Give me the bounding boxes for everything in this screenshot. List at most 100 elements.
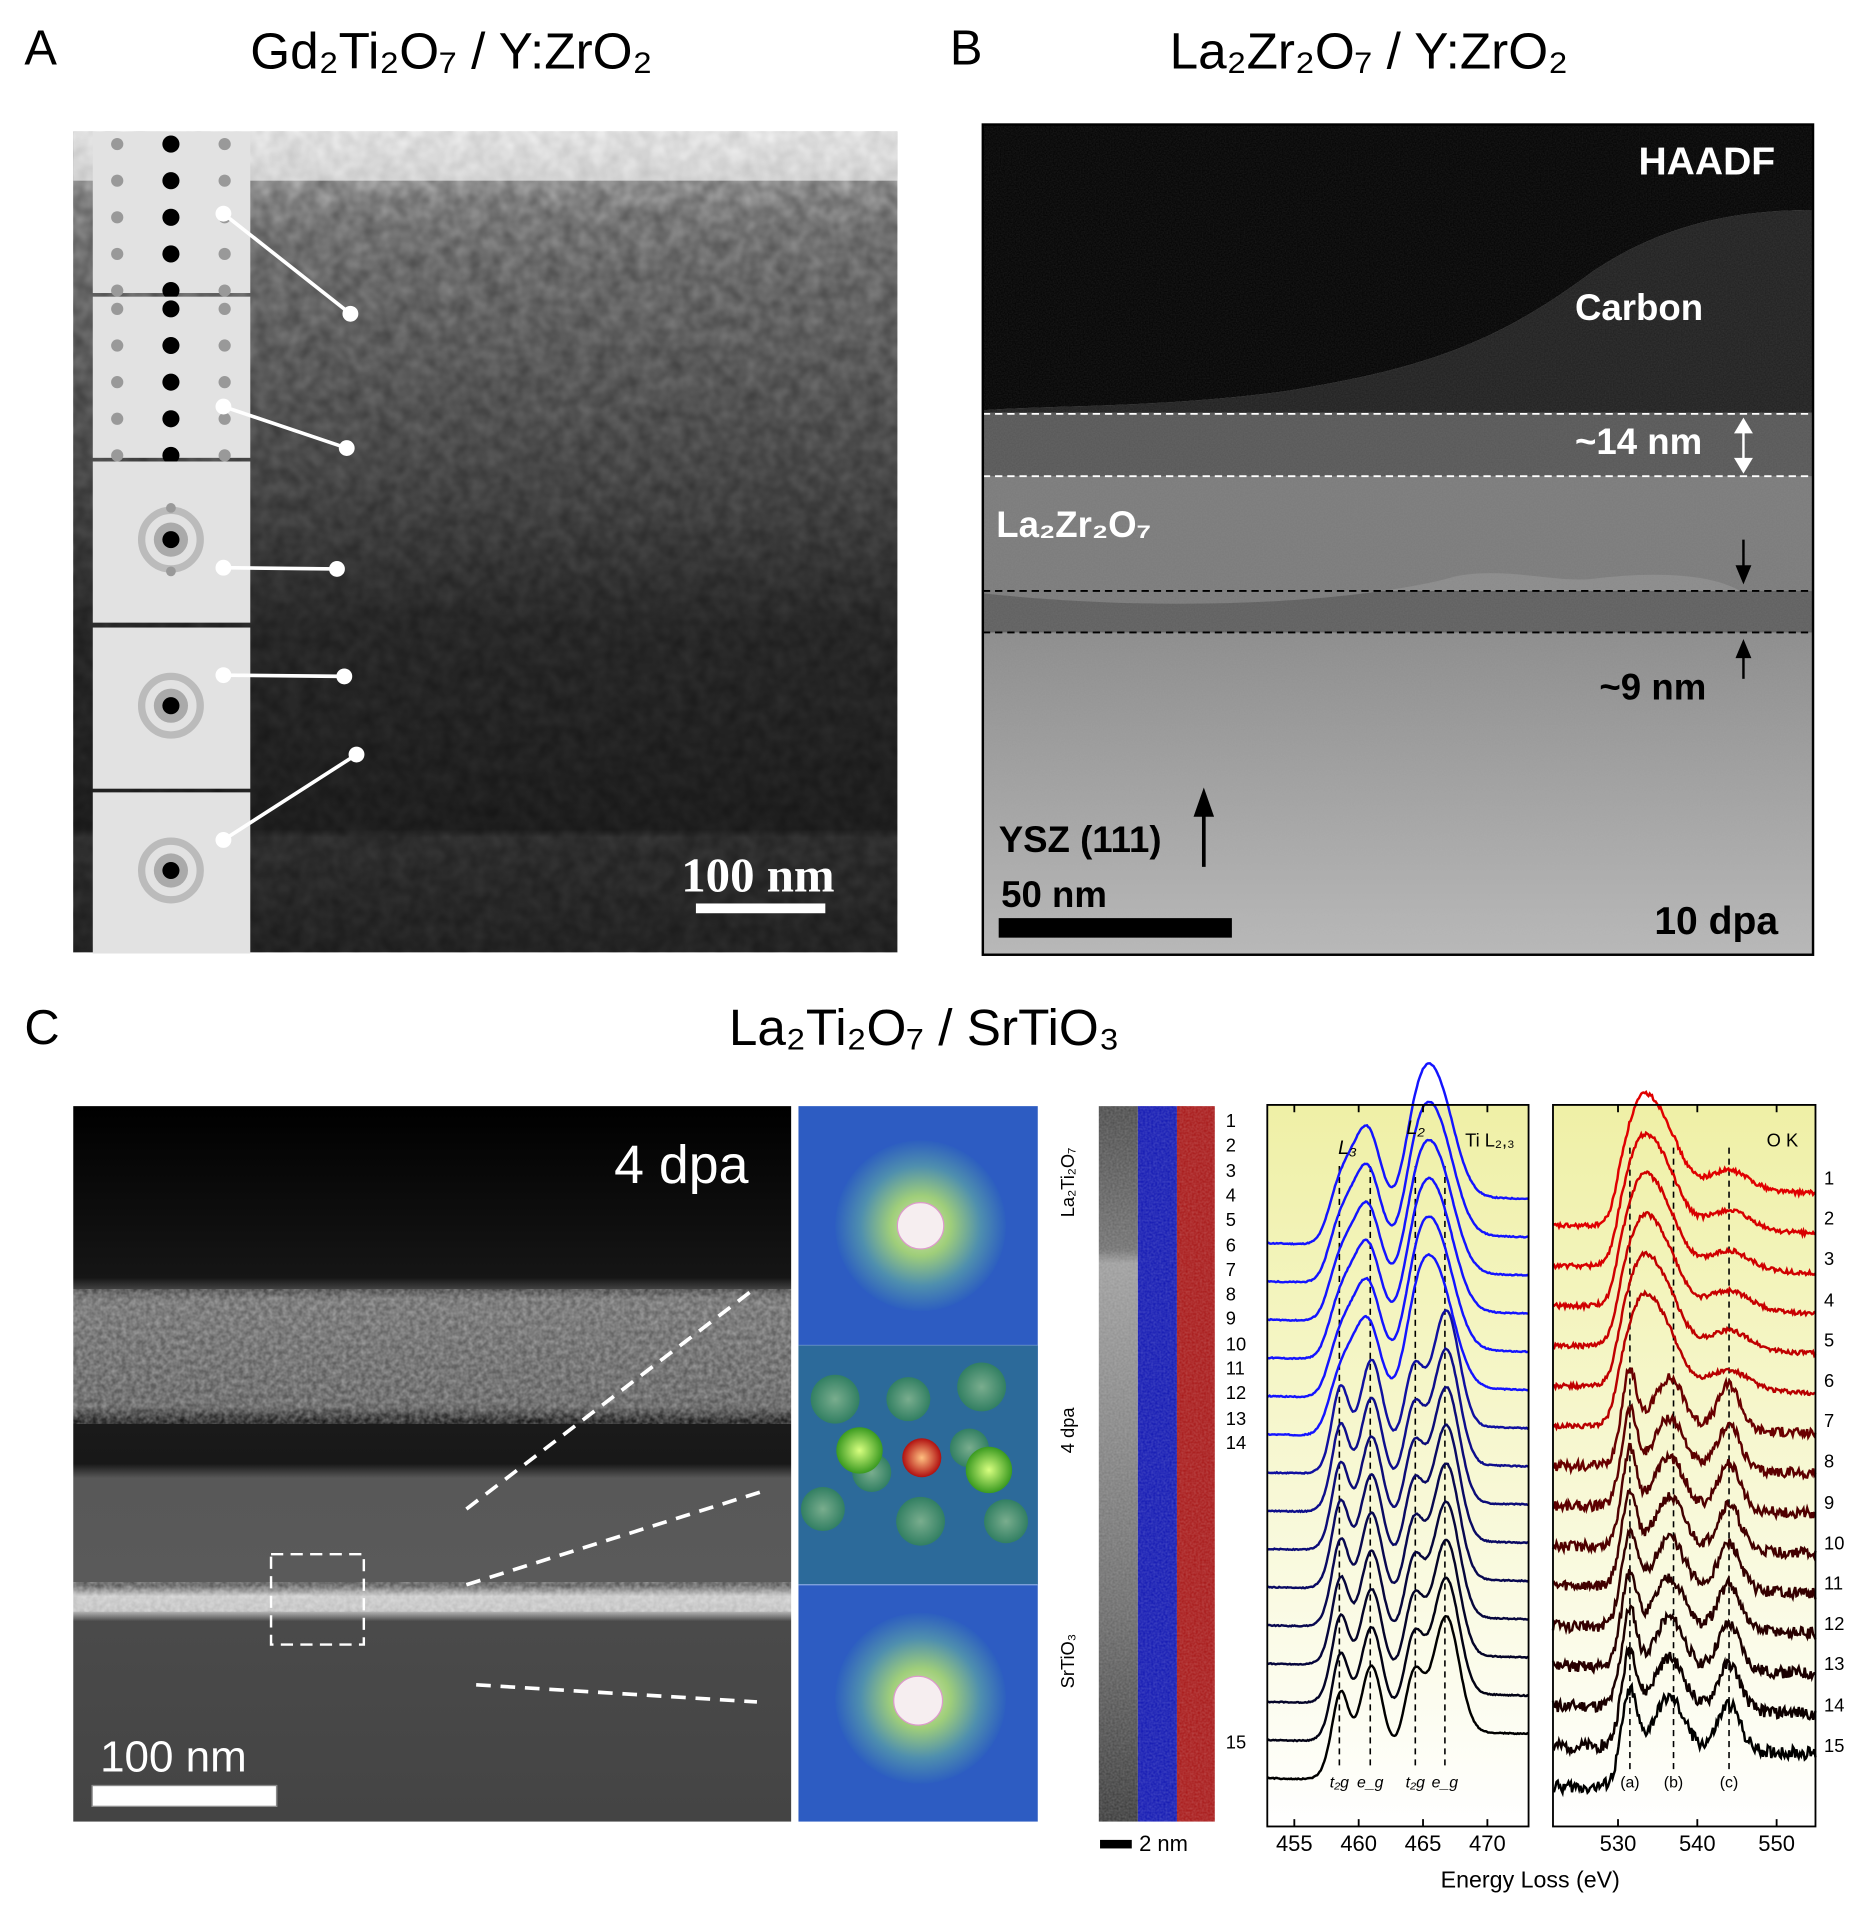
plot-frame — [1552, 1103, 1817, 1828]
diffraction-pattern-inset — [92, 627, 251, 789]
thickness-9nm-label: ~9 nm — [1599, 667, 1707, 709]
reference-label: e_g — [1356, 1772, 1384, 1792]
spectrum-series-15 — [1552, 1681, 1817, 1798]
strip-position-label: 8 — [1225, 1284, 1236, 1306]
panel-a-title: Gd₂Ti₂O₇ / Y:ZrO₂ — [250, 21, 653, 80]
spectrum-series-15 — [1266, 1614, 1530, 1781]
panel-a-label: A — [24, 21, 58, 76]
series-label: 7 — [1824, 1411, 1835, 1433]
series-label: 12 — [1824, 1614, 1845, 1636]
eels-map-strip — [1098, 1106, 1215, 1822]
strip-position-label: 12 — [1225, 1383, 1247, 1405]
panel-b-scale-bar — [998, 918, 1232, 938]
spectrum-series-1 — [1267, 1062, 1529, 1246]
spectrum-series-4 — [1267, 1176, 1529, 1361]
spectrum-series-5 — [1267, 1215, 1530, 1399]
spectrum-series-6 — [1267, 1252, 1529, 1437]
panel-c-stem-image — [73, 1106, 792, 1822]
x-tick-label: 460 — [1340, 1831, 1378, 1856]
dose-4dpa-label: 4 dpa — [614, 1135, 749, 1196]
spectrum-series-11 — [1266, 1462, 1530, 1628]
strip-position-label: 1 — [1225, 1111, 1236, 1132]
spectrum-series-1 — [1552, 1089, 1817, 1231]
series-label: 6 — [1824, 1371, 1835, 1392]
plot-frame — [1266, 1103, 1530, 1828]
x-tick-label: 540 — [1678, 1831, 1716, 1856]
strip-position-label: 14 — [1225, 1433, 1247, 1454]
strip-position-label: 2 — [1225, 1135, 1236, 1157]
diffraction-middle — [798, 1345, 1038, 1585]
spectrum-series-11 — [1551, 1526, 1817, 1636]
x-tick-label: 470 — [1469, 1831, 1506, 1856]
series-label: 4 — [1824, 1289, 1835, 1311]
strip-position-label: 3 — [1225, 1160, 1236, 1182]
series-label: 8 — [1824, 1452, 1835, 1473]
strip-scale-bar — [1100, 1839, 1132, 1849]
diffraction-pattern-inset — [92, 792, 251, 954]
panel-b-label: B — [949, 21, 983, 76]
diffraction-bottom — [835, 1612, 1007, 1784]
panel-c-label: C — [24, 1001, 60, 1055]
edge-label-l3: L₃ — [1338, 1137, 1357, 1159]
series-label: 13 — [1824, 1654, 1845, 1676]
o-k-plot — [1551, 1089, 1817, 1828]
series-label: 10 — [1824, 1533, 1845, 1554]
x-tick-label: 550 — [1758, 1831, 1795, 1856]
spectrum-series-8 — [1552, 1402, 1817, 1515]
spectrum-series-2 — [1552, 1130, 1816, 1272]
spectrum-series-6 — [1552, 1289, 1816, 1432]
strip-scale-label: 2 nm — [1139, 1831, 1188, 1856]
series-label: 3 — [1824, 1249, 1835, 1271]
panel-c-scale-label: 100 nm — [100, 1731, 247, 1782]
strip-position-label: 6 — [1225, 1234, 1236, 1256]
reference-label: t₂g — [1405, 1772, 1425, 1792]
spectrum-series-12 — [1551, 1568, 1817, 1675]
panel-a-scale-bar — [695, 903, 826, 914]
spectrum-series-2 — [1266, 1100, 1529, 1284]
ti-l23-plot — [1266, 1062, 1530, 1828]
x-tick-label: 530 — [1599, 1831, 1637, 1856]
spectrum-series-13 — [1551, 1603, 1816, 1713]
spectrum-series-7 — [1267, 1309, 1530, 1475]
panel-b-haadf-image — [981, 123, 1815, 956]
spectrum-series-14 — [1551, 1645, 1817, 1758]
spectrum-series-12 — [1266, 1499, 1529, 1666]
edge-label-l2: L₂ — [1406, 1118, 1425, 1140]
reference-label: (a) — [1620, 1772, 1640, 1792]
panel-a-pointers — [215, 205, 365, 848]
series-label: 5 — [1824, 1330, 1835, 1352]
strip-position-label: 11 — [1225, 1358, 1245, 1380]
carbon-label: Carbon — [1574, 288, 1704, 329]
strip-position-label: 7 — [1225, 1259, 1236, 1281]
strip-position-label: 15 — [1225, 1732, 1247, 1754]
diffraction-pattern-inset — [92, 296, 251, 464]
plot-title: Ti L₂,₃ — [1465, 1130, 1515, 1152]
x-tick-label: 455 — [1275, 1831, 1313, 1856]
series-label: 14 — [1824, 1695, 1845, 1717]
spectrum-series-3 — [1552, 1170, 1817, 1313]
strip-label-4dpa: 4 dpa — [1057, 1407, 1079, 1454]
haadf-label: HAADF — [1638, 139, 1776, 184]
reference-label: t₂g — [1329, 1772, 1350, 1792]
plot-title: O K — [1766, 1130, 1799, 1152]
strip-position-label: 5 — [1225, 1210, 1236, 1231]
series-label: 15 — [1824, 1735, 1845, 1757]
strip-label-la2ti2o7: La₂Ti₂O₇ — [1057, 1147, 1079, 1218]
spectrum-series-13 — [1266, 1538, 1530, 1705]
spectrum-series-9 — [1551, 1442, 1817, 1556]
strip-position-label: 13 — [1225, 1408, 1247, 1430]
spectrum-series-10 — [1552, 1489, 1817, 1593]
ysz-111-label: YSZ (111) — [998, 820, 1162, 861]
series-label: 1 — [1824, 1168, 1835, 1190]
panel-c-scale-bar — [91, 1784, 278, 1807]
reference-label: (b) — [1663, 1772, 1684, 1792]
spectrum-series-5 — [1552, 1250, 1817, 1392]
strip-position-label: 10 — [1225, 1334, 1247, 1355]
strip-label-srtio3: SrTiO₃ — [1057, 1633, 1079, 1689]
x-tick-label: 465 — [1404, 1831, 1442, 1856]
panel-a-scale-label: 100 nm — [681, 847, 835, 903]
panel-b-scale-label: 50 nm — [1001, 875, 1108, 916]
spectrum-series-7 — [1552, 1367, 1817, 1476]
thickness-14nm-label: ~14 nm — [1574, 422, 1703, 463]
